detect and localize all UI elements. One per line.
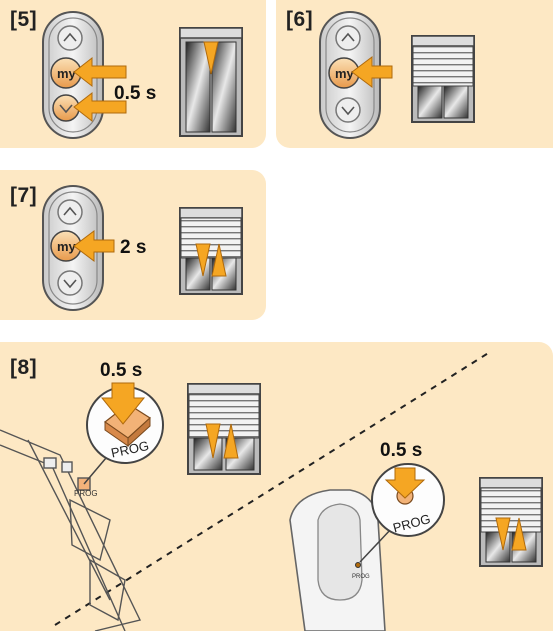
- up-button-icon: [57, 199, 83, 225]
- chevron-down-icon: [59, 104, 73, 114]
- arrow-icon: [73, 230, 115, 262]
- arrow-down-icon: [100, 382, 146, 425]
- step-8-duration-a: 0.5 s: [100, 360, 142, 381]
- chevron-down-icon: [341, 106, 355, 116]
- arrow-down-icon: [195, 243, 211, 277]
- chevron-up-icon: [63, 32, 77, 42]
- arrow-icon: [351, 56, 393, 88]
- arrow-up-icon: [511, 517, 527, 551]
- remote-b: PROG: [289, 489, 393, 631]
- small-prog-text-b: PROG: [352, 574, 370, 580]
- chevron-down-icon: [63, 279, 77, 289]
- step-8-duration-b: 0.5 s: [380, 440, 422, 461]
- step-8-panel: [0, 342, 553, 631]
- my-button-text: my: [335, 66, 355, 81]
- small-prog-text-a: PROG: [74, 489, 98, 498]
- step-8-label: [8]: [10, 356, 38, 379]
- divider-line: [54, 351, 491, 626]
- step-5-duration: 0.5 s: [114, 83, 156, 104]
- magnifier-a: PROG: [83, 382, 164, 485]
- step-5-label: [5]: [10, 8, 38, 31]
- arrow-up-icon: [223, 423, 239, 459]
- step-7-remote: my: [42, 185, 115, 311]
- step-5-window: [179, 27, 243, 137]
- arrow-up-icon: [211, 243, 227, 277]
- chevron-up-icon: [63, 206, 77, 216]
- step-6-label: [6]: [286, 8, 314, 31]
- my-button-text: my: [57, 66, 77, 81]
- step-7-duration: 2 s: [120, 237, 146, 258]
- arrow-down-icon: [495, 517, 511, 551]
- up-button-icon: [335, 25, 361, 51]
- arrow-icon: [73, 56, 127, 88]
- arrow-down-icon: [205, 423, 221, 459]
- down-button-icon: [335, 97, 361, 123]
- magnifier-b: PROG: [371, 463, 445, 537]
- arrow-icon: [73, 91, 127, 123]
- arrow-down-icon: [384, 467, 426, 499]
- up-button-icon: [57, 25, 83, 51]
- step-7-window: [179, 207, 243, 295]
- step-5-arrows: [73, 56, 127, 123]
- chevron-up-icon: [341, 32, 355, 42]
- step-8-window-a: [187, 383, 261, 475]
- my-button-text: my: [57, 239, 77, 254]
- arrow-down-icon: [203, 41, 219, 75]
- step-6-window: [411, 35, 475, 123]
- step-8-window-b: [479, 477, 543, 567]
- step-7-label: [7]: [10, 184, 38, 207]
- down-button-icon: [57, 270, 83, 296]
- step-6-remote: my: [319, 11, 393, 139]
